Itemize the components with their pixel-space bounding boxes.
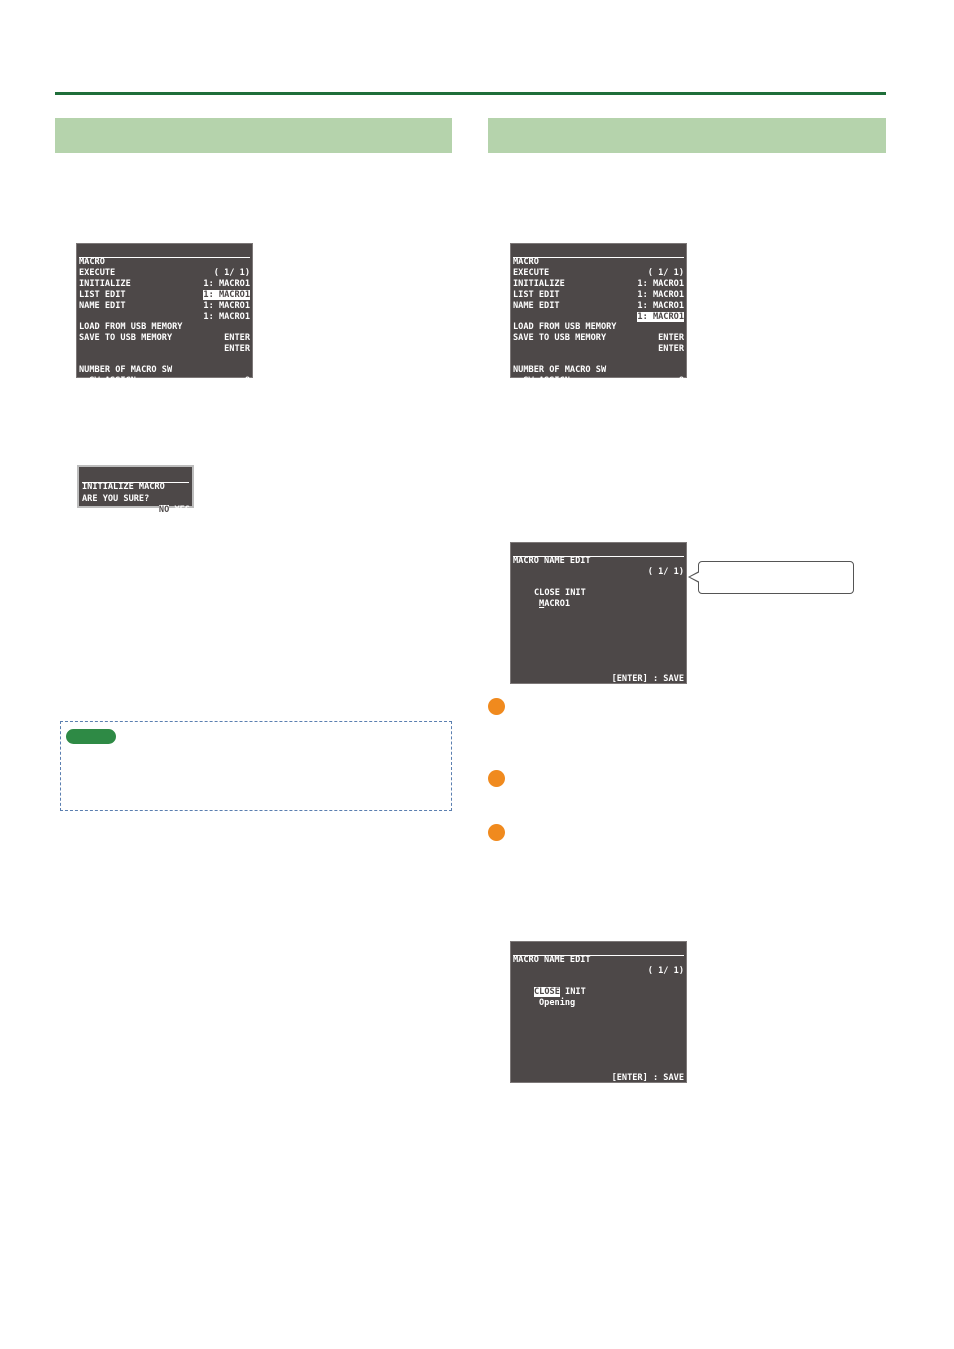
step-marker-2: [488, 770, 505, 787]
title-underline: [79, 257, 250, 258]
menu-row-initialize[interactable]: INITIALIZE 1: MACRO1: [513, 278, 684, 300]
title-underline: [513, 257, 684, 258]
menu-row-load[interactable]: LOAD FROM USB MEMORY ENTER: [513, 321, 684, 343]
menu-row-sw-assign[interactable]: -SW ASSIGN ENTER: [79, 375, 250, 397]
menu-row-initialize[interactable]: INITIALIZE 1: MACRO1: [79, 278, 250, 301]
menu-row-name-edit[interactable]: NAME EDIT 1: MACRO1: [513, 300, 684, 323]
enter-save-hint: [ENTER] : SAVE: [611, 673, 684, 684]
text-cursor: M: [539, 598, 545, 609]
yes-option[interactable]: YES: [174, 504, 190, 515]
memo-tag: [66, 729, 116, 744]
menu-row-macro-count[interactable]: NUMBER OF MACRO SW 8: [513, 364, 684, 386]
menu-row-execute[interactable]: EXECUTE 1: MACRO1: [513, 267, 684, 289]
sub-name-field[interactable]: Opening: [539, 997, 576, 1008]
title-underline: [513, 556, 684, 557]
menu-row-list-edit[interactable]: LIST EDIT 1: MACRO1: [513, 289, 684, 311]
page-indicator: ( 1/ 1): [647, 965, 684, 976]
menu-row-save[interactable]: SAVE TO USB MEMORY ENTER: [513, 332, 684, 354]
menu-row-save[interactable]: SAVE TO USB MEMORY ENTER: [79, 332, 250, 354]
menu-row-list-edit[interactable]: LIST EDIT 1: MACRO1: [79, 289, 250, 311]
menu-row-name-edit[interactable]: NAME EDIT 1: MACRO1: [79, 300, 250, 322]
section-header-left: [55, 118, 452, 153]
page-indicator: ( 1/ 1): [213, 267, 250, 278]
macro-name-edit-screen-2: MACRO NAME EDIT ( 1/ 1) CLOSE INIT Openi…: [510, 941, 687, 1094]
memo-box: [60, 721, 452, 811]
menu-row-macro-count[interactable]: NUMBER OF MACRO SW 8: [79, 364, 250, 386]
top-rule: [55, 92, 886, 95]
selected-value: 1: MACRO1: [637, 311, 684, 323]
macro-name-field[interactable]: CLOSE INIT: [534, 986, 586, 997]
dialog-title: INITIALIZE MACRO: [82, 481, 165, 492]
initialize-confirm-dialog: INITIALIZE MACRO ARE YOU SURE? NO YES: [77, 465, 194, 515]
enter-save-hint: [ENTER] : SAVE: [611, 1072, 684, 1083]
page-indicator: ( 1/ 1): [647, 566, 684, 577]
macro-name-edit-screen-1: MACRO NAME EDIT ( 1/ 1) CLOSE INIT MACRO…: [510, 542, 687, 695]
title-underline: [513, 955, 684, 956]
exit-cancel-hint: [EXIT] : CANCEL: [606, 684, 684, 695]
menu-row-execute[interactable]: EXECUTE 1: MACRO1: [79, 267, 250, 289]
screen-title: MACRO NAME EDIT: [513, 555, 591, 566]
screen-title: MACRO: [513, 256, 539, 267]
exit-cancel-hint: [EXIT] : CANCEL: [606, 1083, 684, 1094]
macro-menu-screen-initialize: MACRO ( 1/ 1) EXECUTE 1: MACRO1 INITIALI…: [76, 243, 253, 397]
section-header-right: [488, 118, 886, 153]
macro-number-field[interactable]: MACRO1: [539, 598, 571, 609]
dialog-underline: [82, 482, 189, 483]
macro-name-field[interactable]: CLOSE INIT: [534, 587, 586, 598]
menu-row-load[interactable]: LOAD FROM USB MEMORY ENTER: [79, 321, 250, 343]
screen-title: MACRO NAME EDIT: [513, 954, 591, 965]
menu-row-sw-assign[interactable]: -SW ASSIGN ENTER: [513, 375, 684, 397]
selected-value: 1: MACRO1: [203, 289, 250, 301]
selected-name-text: CLOSE: [534, 986, 560, 997]
no-option[interactable]: NO: [158, 504, 170, 515]
step-marker-1: [488, 698, 505, 715]
macro-menu-screen-name-edit: MACRO ( 1/ 1) EXECUTE 1: MACRO1 INITIALI…: [510, 243, 687, 397]
callout-box: [698, 561, 854, 594]
page-indicator: ( 1/ 1): [647, 267, 684, 278]
step-marker-3: [488, 824, 505, 841]
screen-title: MACRO: [79, 256, 105, 267]
dialog-question: ARE YOU SURE?: [82, 493, 150, 504]
